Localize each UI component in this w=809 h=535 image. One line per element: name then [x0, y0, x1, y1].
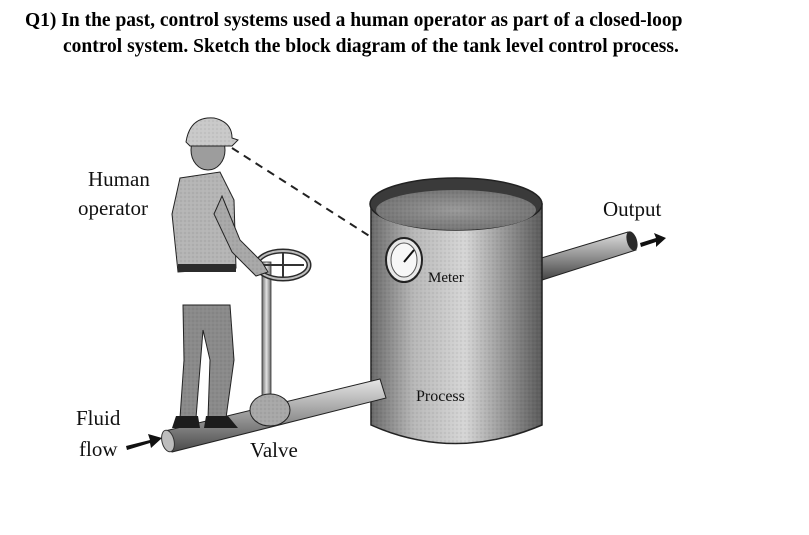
question-line-1: Q1) In the past, control systems used a … — [25, 10, 683, 31]
human-operator-label-1: Human — [88, 167, 150, 191]
question-line-2: control system. Sketch the block diagram… — [63, 36, 679, 57]
human-operator-icon — [171, 117, 269, 428]
fluid-flow-label-2: flow — [79, 437, 118, 461]
meter-gauge-icon — [385, 237, 423, 283]
output-label: Output — [603, 197, 662, 221]
question-text: Q1) In the past, control systems used a … — [25, 8, 795, 60]
meter-label: Meter — [428, 270, 464, 286]
outlet-pipe — [527, 231, 638, 283]
fluid-flow-arrow-icon — [126, 434, 162, 450]
fluid-flow-label-1: Fluid — [76, 406, 121, 430]
valve-label: Valve — [250, 438, 298, 462]
human-operator-label-2: operator — [78, 196, 148, 220]
valve-icon — [249, 248, 312, 427]
sight-line — [231, 147, 386, 247]
process-label: Process — [416, 388, 465, 405]
output-arrow-icon — [640, 233, 666, 247]
